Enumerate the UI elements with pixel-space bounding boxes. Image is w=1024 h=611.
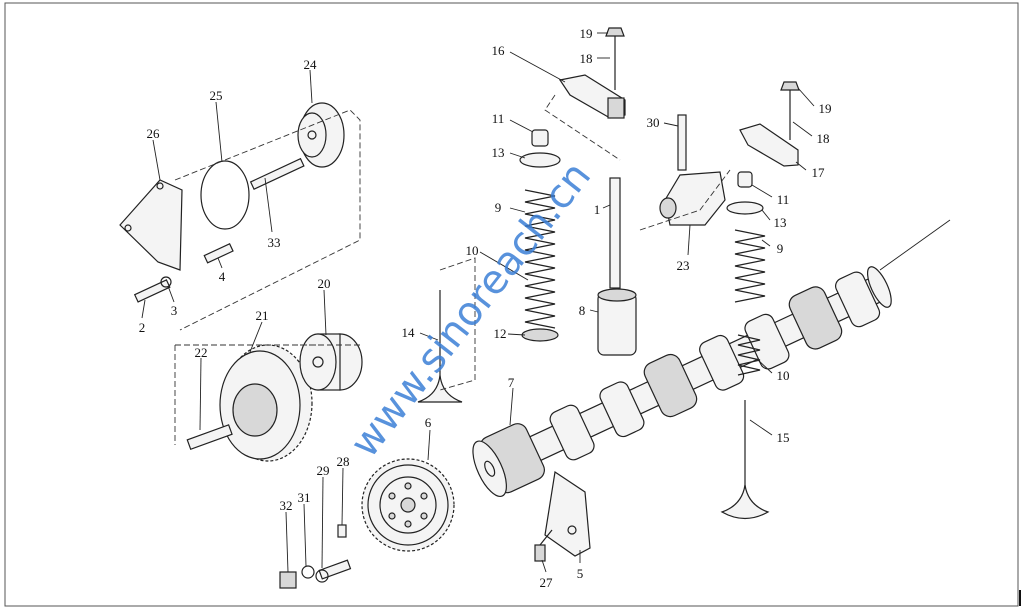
part-label-25: 25 (210, 88, 223, 103)
part-labels: 1918161113910121418302319181711139101576… (139, 26, 832, 590)
part-label-9: 9 (777, 241, 784, 256)
part-label-18: 18 (580, 51, 593, 66)
part-label-5: 5 (577, 566, 584, 581)
part-label-22: 22 (195, 345, 208, 360)
bolts (133, 157, 553, 589)
rocker-support-23 (659, 114, 726, 226)
part-label-11: 11 (492, 111, 505, 126)
pin-22 (186, 424, 233, 451)
pushrod-1 (609, 177, 621, 289)
part-label-14: 14 (402, 325, 416, 340)
part-label-24: 24 (304, 57, 318, 72)
part-label-21: 21 (256, 308, 269, 323)
part-label-28: 28 (337, 454, 350, 469)
part-label-4: 4 (219, 269, 226, 284)
part-label-8: 8 (579, 303, 586, 318)
part-label-29: 29 (317, 463, 330, 478)
thrust-plate-5 (544, 470, 591, 557)
part-label-3: 3 (171, 303, 178, 318)
hub-20 (299, 333, 363, 391)
part-label-17: 17 (812, 165, 826, 180)
part-label-30: 30 (647, 115, 660, 130)
part-label-10: 10 (466, 243, 479, 258)
part-label-16: 16 (492, 43, 506, 58)
gear-6 (361, 458, 455, 552)
border (4, 2, 1019, 607)
camshaft (472, 219, 951, 498)
part-label-1: 1 (594, 202, 601, 217)
valve-15 (720, 400, 770, 520)
part-label-19: 19 (580, 26, 593, 41)
part-label-11: 11 (777, 192, 790, 207)
part-label-26: 26 (147, 126, 161, 141)
part-label-31: 31 (298, 490, 311, 505)
rocker-arm-16 (559, 27, 626, 119)
part-label-27: 27 (540, 575, 554, 590)
tappet-8 (597, 288, 637, 356)
part-label-2: 2 (139, 320, 146, 335)
springs (519, 129, 766, 376)
cover-26 (119, 179, 183, 271)
part-label-7: 7 (508, 375, 515, 390)
part-label-10: 10 (777, 368, 790, 383)
part-label-6: 6 (425, 415, 432, 430)
part-label-23: 23 (677, 258, 690, 273)
part-label-19: 19 (819, 101, 832, 116)
part-label-12: 12 (494, 326, 507, 341)
gasket-25 (200, 160, 250, 230)
valve-14 (417, 290, 463, 403)
part-label-15: 15 (777, 430, 790, 445)
rocker-arm-17 (739, 81, 800, 167)
part-label-13: 13 (774, 215, 787, 230)
part-label-33: 33 (268, 235, 281, 250)
leader-lines (141, 32, 815, 573)
gear-21 (219, 344, 313, 462)
part-label-13: 13 (492, 145, 505, 160)
pulley-24 (297, 102, 345, 168)
part-label-32: 32 (280, 498, 293, 513)
part-label-18: 18 (817, 131, 830, 146)
part-label-9: 9 (495, 200, 502, 215)
part-label-20: 20 (318, 276, 331, 291)
